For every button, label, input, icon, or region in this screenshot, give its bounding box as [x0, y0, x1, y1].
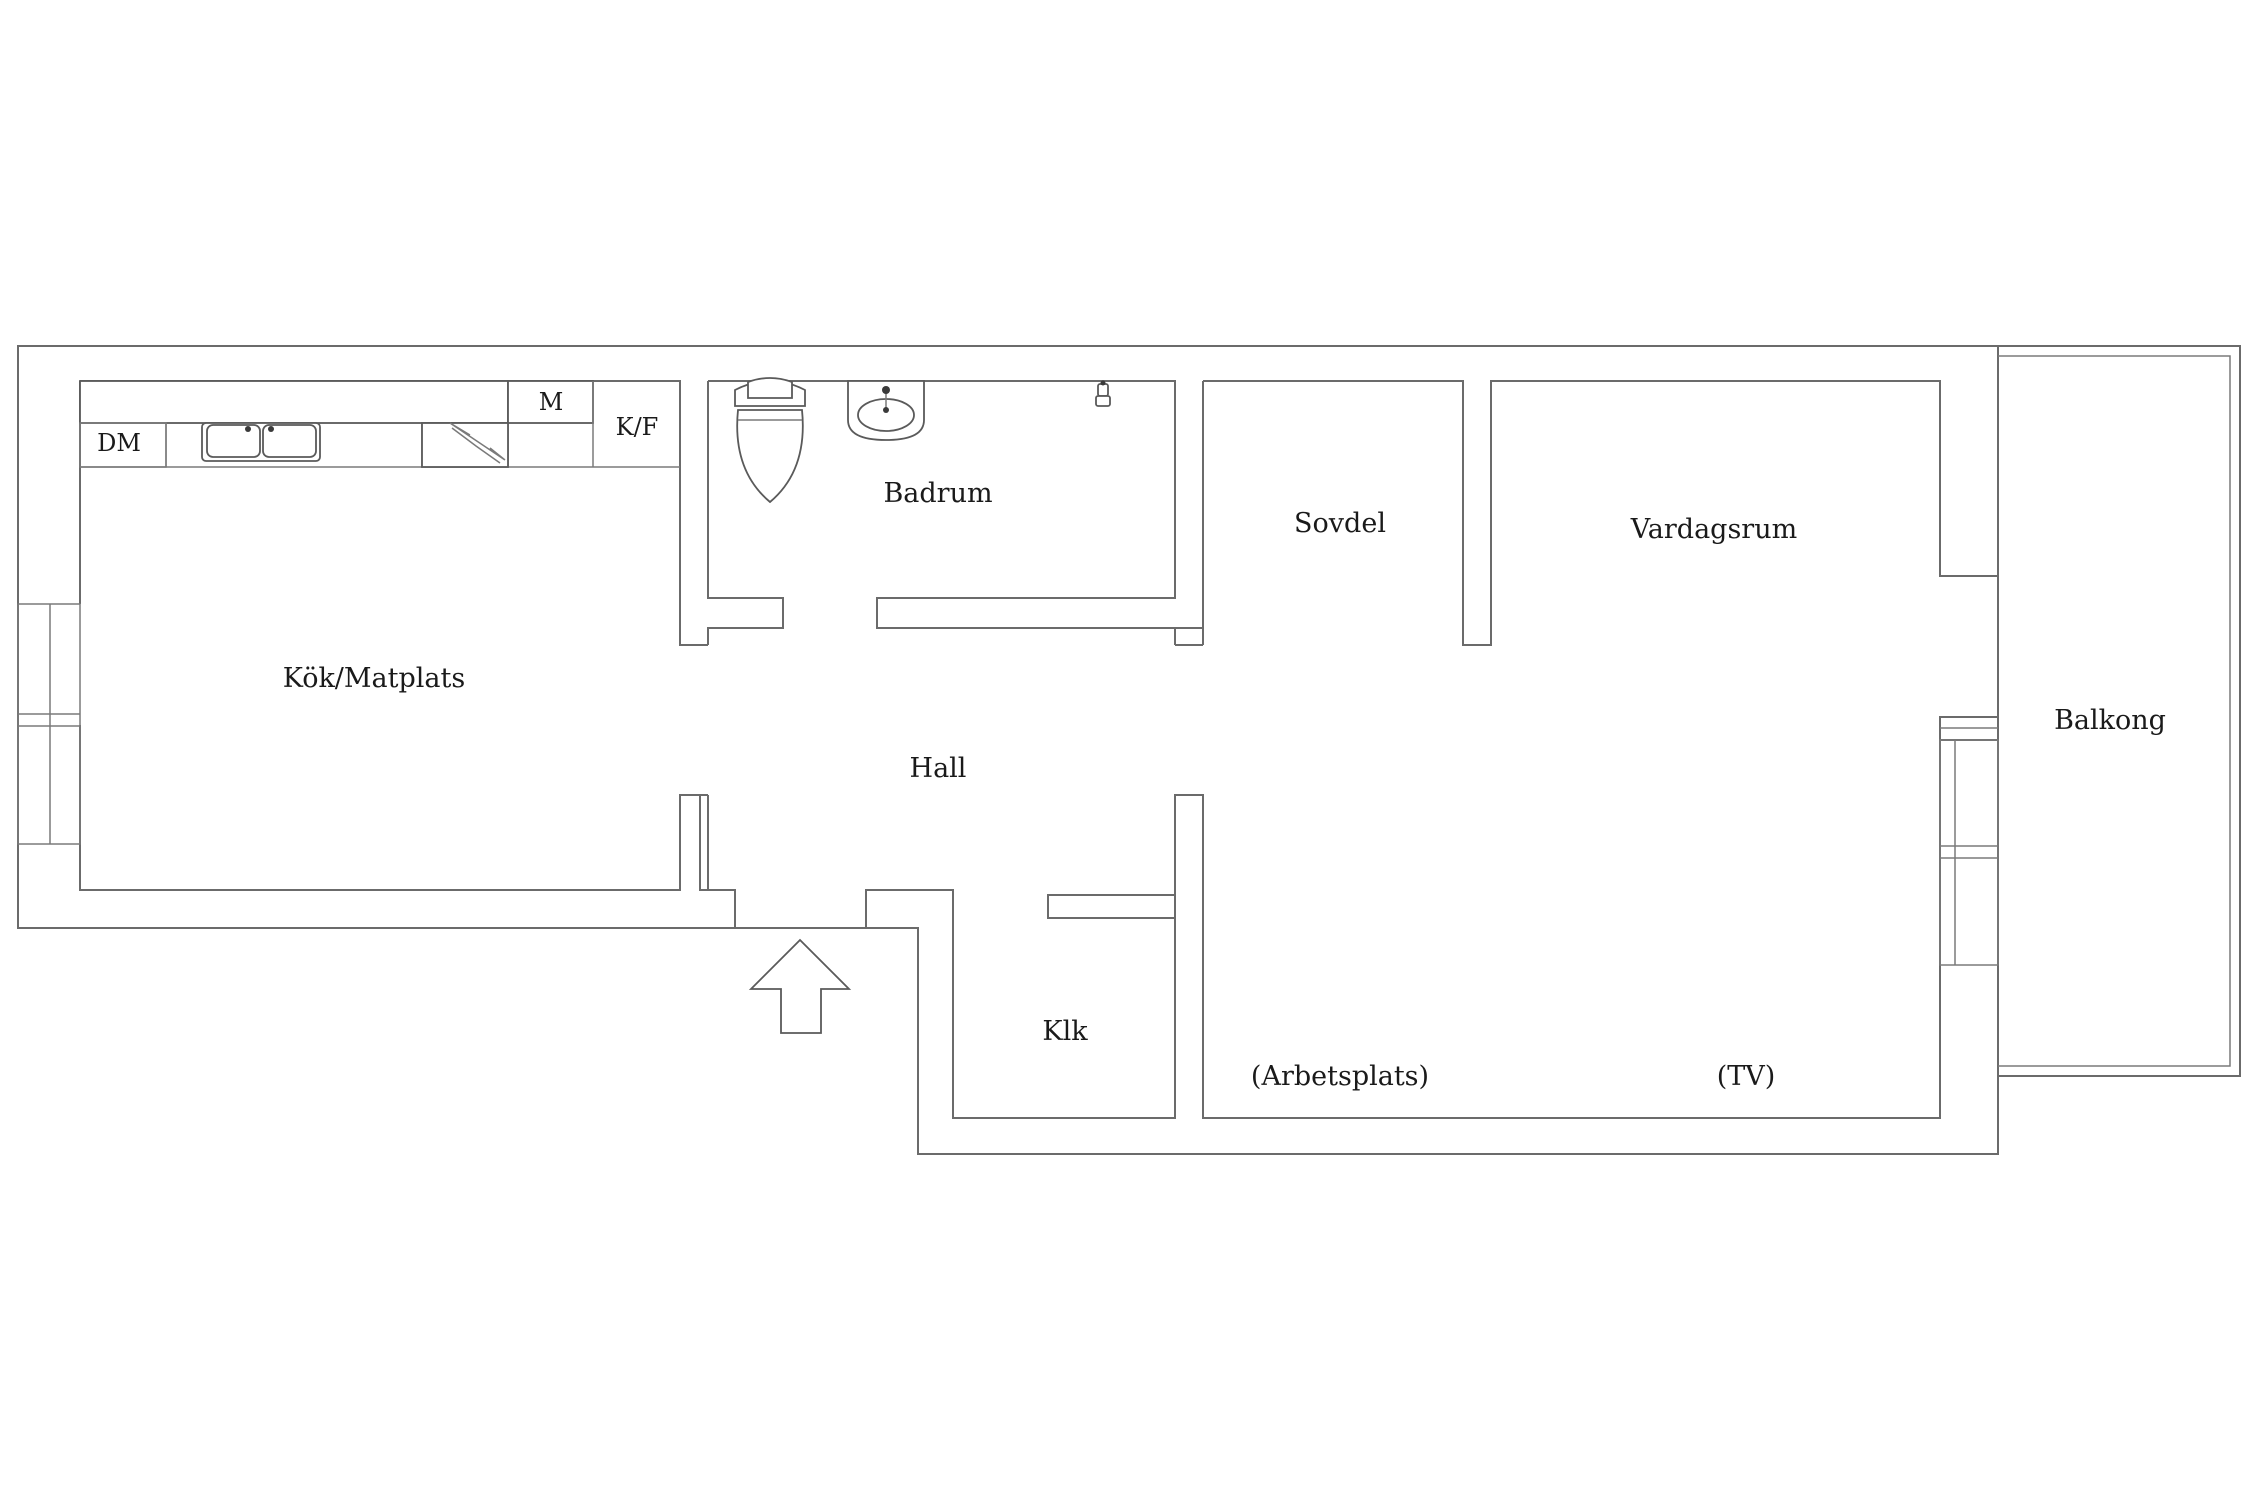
balcony-label: Balkong	[2054, 705, 2166, 736]
microwave-label: M	[539, 388, 564, 416]
toilet-icon	[734, 377, 806, 504]
sleeping-room	[1203, 380, 1998, 646]
closet-label: Klk	[1042, 1016, 1088, 1047]
living-room-label: Vardagsrum	[1630, 514, 1797, 545]
shower-head-icon	[1095, 380, 1111, 407]
hall-and-closet-walls	[680, 794, 1203, 1119]
tv-label: (TV)	[1717, 1061, 1776, 1092]
kitchen-label: Kök/Matplats	[283, 663, 465, 694]
fridge-freezer-label: K/F	[616, 413, 659, 441]
dishwasher-label: DM	[97, 429, 141, 457]
double-sink-icon	[201, 422, 321, 462]
sleeping-label: Sovdel	[1294, 508, 1386, 539]
bathroom-room	[679, 380, 1204, 646]
workspace-label: (Arbetsplats)	[1251, 1061, 1429, 1092]
hall-label: Hall	[910, 753, 967, 784]
living-room-walls	[1047, 716, 1999, 1119]
washbasin-icon	[847, 380, 925, 441]
kitchen-counter	[79, 380, 680, 468]
balcony	[1998, 345, 2241, 1077]
entrance-arrow-icon	[748, 938, 852, 1034]
bathroom-label: Badrum	[883, 478, 992, 509]
kitchen-room	[17, 380, 736, 928]
stove-icon	[421, 422, 509, 468]
